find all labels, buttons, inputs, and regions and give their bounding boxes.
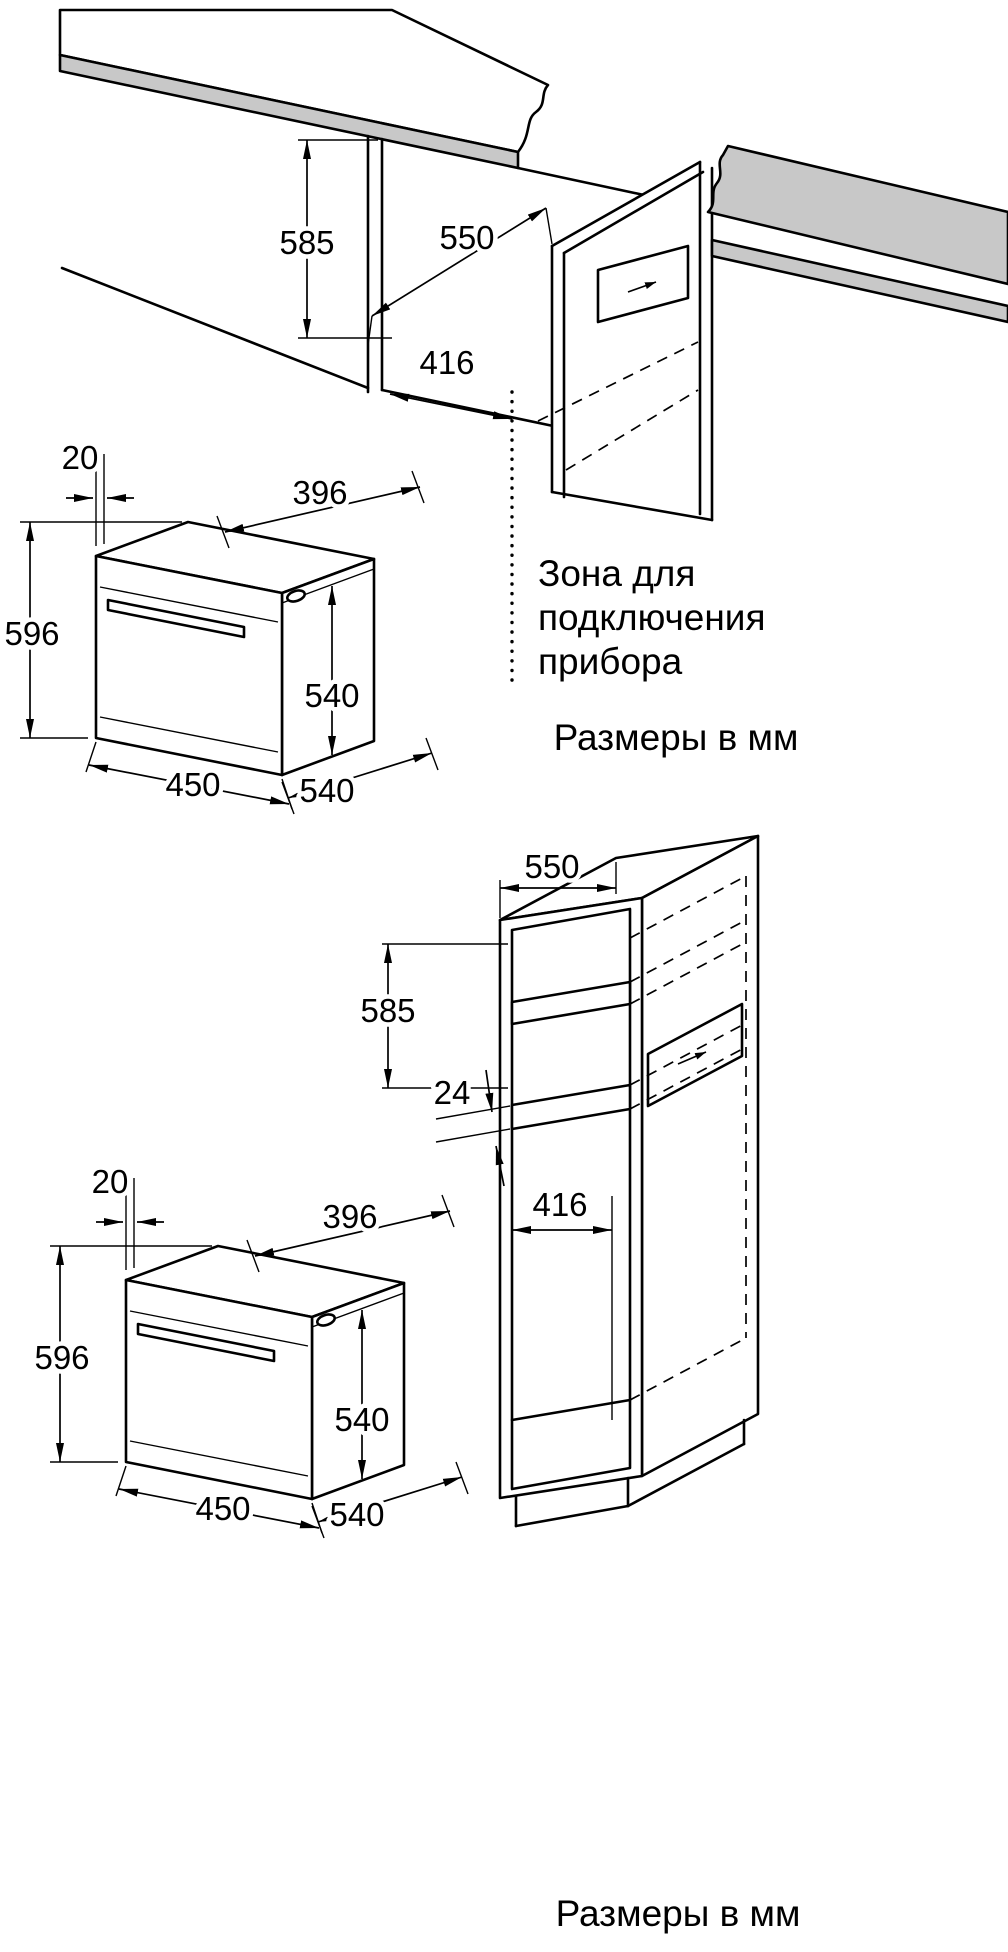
hidden-edge [629, 1022, 747, 1086]
plinth-edge [626, 1442, 746, 1508]
dim-label-zone-offset: 416 [419, 344, 474, 381]
dim-cabinet-depth: 550 [499, 844, 617, 918]
hidden-edge [629, 941, 747, 1005]
side-panel-top-edge-inner [562, 170, 705, 255]
connection-zone-arrow-icon [627, 281, 657, 293]
hidden-edge [565, 389, 699, 471]
hidden-edge [629, 1046, 747, 1110]
dim-label-panel-thickness: 24 [434, 1074, 471, 1111]
hidden-edge [629, 919, 747, 983]
dim-arrow [495, 1145, 505, 1187]
dim-label-zone-offset: 416 [532, 1186, 587, 1223]
dim-label-niche-depth: 550 [439, 219, 494, 256]
cabinet-right-face [640, 834, 760, 1478]
connection-zone-arrow-icon [677, 1051, 707, 1065]
extension-line [367, 315, 373, 346]
dim-arrow [485, 1069, 494, 1113]
extension-line [435, 1105, 511, 1120]
dim-label-niche-height: 585 [360, 992, 415, 1029]
units-note-bottom: Размеры в мм [556, 1893, 801, 1934]
dim-arrow [371, 207, 547, 317]
side-panel-bottom-edge [550, 490, 714, 522]
bottom-diagram: 550 585 24 416 Размеры в мм [34, 834, 801, 1934]
extension-line [545, 207, 553, 245]
connection-zone-caption-line3: прибора [538, 641, 683, 682]
connection-zone-caption-line2: подключения [538, 597, 766, 638]
connection-zone-hatch [646, 1002, 744, 1108]
hidden-edge [537, 341, 699, 422]
dim-niche-height: 585 [275, 139, 392, 339]
worktop-surface [58, 8, 550, 154]
extension-line [435, 1128, 511, 1143]
dim-arrow [389, 393, 513, 420]
units-note-top: Размеры в мм [554, 717, 799, 758]
dim-panel-thickness: 24 [429, 1069, 511, 1187]
connection-zone-caption-line1: Зона для [538, 553, 695, 594]
hidden-edge [629, 1337, 747, 1401]
wall-edge-band [710, 238, 1008, 324]
dim-label-cabinet-depth: 550 [524, 848, 579, 885]
plinth-edge [514, 1504, 630, 1528]
top-diagram: 585 550 416 Зона для подключения прибора… [4, 8, 1008, 814]
dim-label-niche-height: 585 [279, 224, 334, 261]
hidden-edge [629, 875, 747, 939]
niche-floor-line [510, 1398, 632, 1422]
cabinet-front-floor-line [60, 266, 370, 390]
dim-niche-height: 585 [356, 943, 508, 1089]
connection-zone-hatch [596, 244, 690, 324]
cabinet-inner-opening [510, 907, 632, 1491]
side-panel-top-edge-outer [550, 160, 702, 248]
dim-niche-depth: 550 [367, 207, 553, 346]
dim-zone-offset: 416 [512, 1182, 613, 1420]
worktop-right-piece [706, 144, 1008, 286]
dim-zone-offset: 416 [389, 340, 513, 420]
